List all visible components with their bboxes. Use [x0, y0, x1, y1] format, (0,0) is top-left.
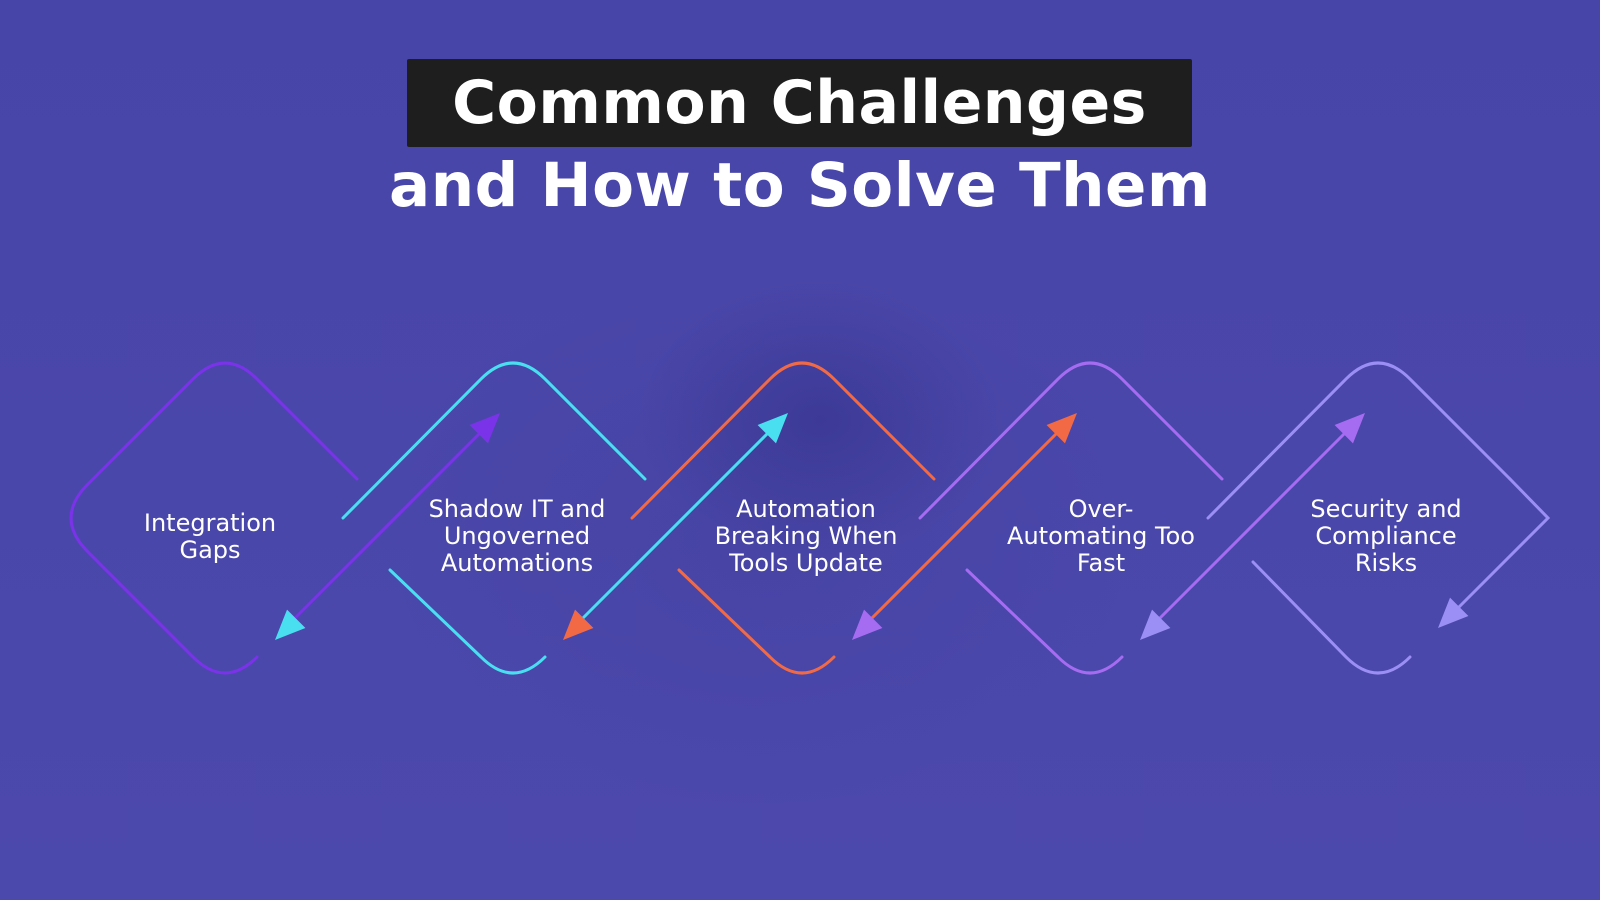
step-label-3: Automation Breaking When Tools Update	[714, 495, 898, 577]
connector-3-arrowhead	[1046, 413, 1077, 444]
connector-2-arrowhead	[757, 413, 788, 444]
step-3-entry-arrowhead	[852, 609, 883, 640]
step-4-upper-outline	[918, 361, 1224, 520]
connector-2	[575, 425, 776, 626]
title-line-2: and How to Solve Them	[389, 150, 1211, 221]
step-4-lower-outline	[965, 568, 1124, 675]
step-label-1: Integration Gaps	[143, 509, 277, 564]
step-5-return-arrowhead	[1438, 597, 1469, 628]
step-3-lower-outline	[677, 568, 836, 675]
title-line-1: Common Challenges	[452, 68, 1147, 138]
connector-3	[864, 425, 1065, 626]
connector-4-arrowhead	[1334, 413, 1365, 444]
step-5-upper-outline	[1206, 361, 1512, 520]
connector-4	[1152, 425, 1353, 626]
step-label-5: Security and Compliance Risks	[1310, 495, 1462, 577]
step-2-upper-outline	[341, 361, 647, 520]
step-2-entry-arrowhead	[563, 609, 594, 640]
title-banner: Common Challenges	[407, 59, 1192, 147]
step-5-right-outline	[1457, 477, 1551, 609]
step-2-lower-outline	[388, 568, 547, 675]
step-5-lower-outline	[1251, 560, 1412, 675]
step-label-4: Over- Automating Too Fast	[1007, 495, 1195, 577]
step-1-entry-arrowhead	[275, 609, 306, 640]
connector-1-arrowhead	[469, 413, 500, 444]
step-3-upper-outline	[630, 361, 936, 520]
connector-1	[287, 425, 488, 626]
step-1-outline	[69, 361, 359, 675]
step-label-2: Shadow IT and Ungoverned Automations	[428, 495, 606, 577]
step-4-entry-arrowhead	[1140, 609, 1171, 640]
